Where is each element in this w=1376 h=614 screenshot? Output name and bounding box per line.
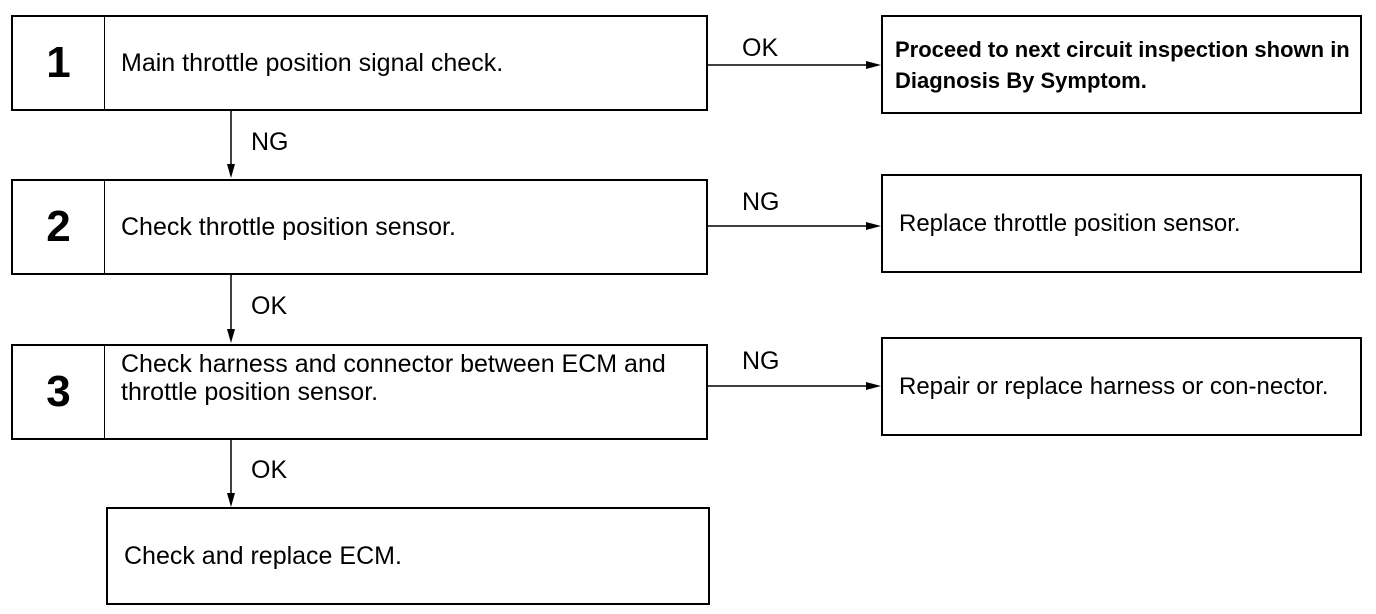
step-number: 1 (13, 17, 105, 109)
arrowhead-result1 (866, 61, 881, 69)
step-text: Main throttle position signal check. (121, 49, 504, 77)
result-box-2: Replace throttle position sensor. (881, 174, 1362, 273)
step-box-1: 1 Main throttle position signal check. (11, 15, 708, 111)
result-text: Replace throttle position sensor. (899, 209, 1241, 237)
step-number: 2 (13, 181, 105, 273)
arrowhead-step3 (227, 329, 235, 343)
label-step3-ok: OK (251, 456, 288, 484)
arrowhead-result3 (866, 382, 881, 390)
step-box-2: 2 Check throttle position sensor. (11, 179, 708, 275)
result-text: Proceed to next circuit inspection shown… (895, 36, 1350, 93)
arrowhead-final (227, 493, 235, 507)
result-text: Repair or replace harness or con-nector. (899, 372, 1329, 400)
label-step1-ng: NG (251, 128, 289, 156)
arrowhead-result2 (866, 222, 881, 230)
final-step-box: Check and replace ECM. (106, 507, 710, 605)
step-box-3: 3 Check harness and connector between EC… (11, 344, 708, 440)
label-step3-ng: NG (742, 347, 780, 375)
result-box-1: Proceed to next circuit inspection shown… (881, 15, 1362, 114)
result-box-3: Repair or replace harness or con-nector. (881, 337, 1362, 436)
label-step2-ng: NG (742, 188, 780, 216)
label-step2-ok: OK (251, 292, 288, 320)
step-number: 3 (13, 346, 105, 438)
arrowhead-step2 (227, 164, 235, 178)
step-text: Check throttle position sensor. (121, 213, 456, 241)
label-step1-ok: OK (742, 34, 779, 62)
final-step-text: Check and replace ECM. (124, 542, 402, 570)
step-text: Check harness and connector between ECM … (121, 350, 666, 406)
